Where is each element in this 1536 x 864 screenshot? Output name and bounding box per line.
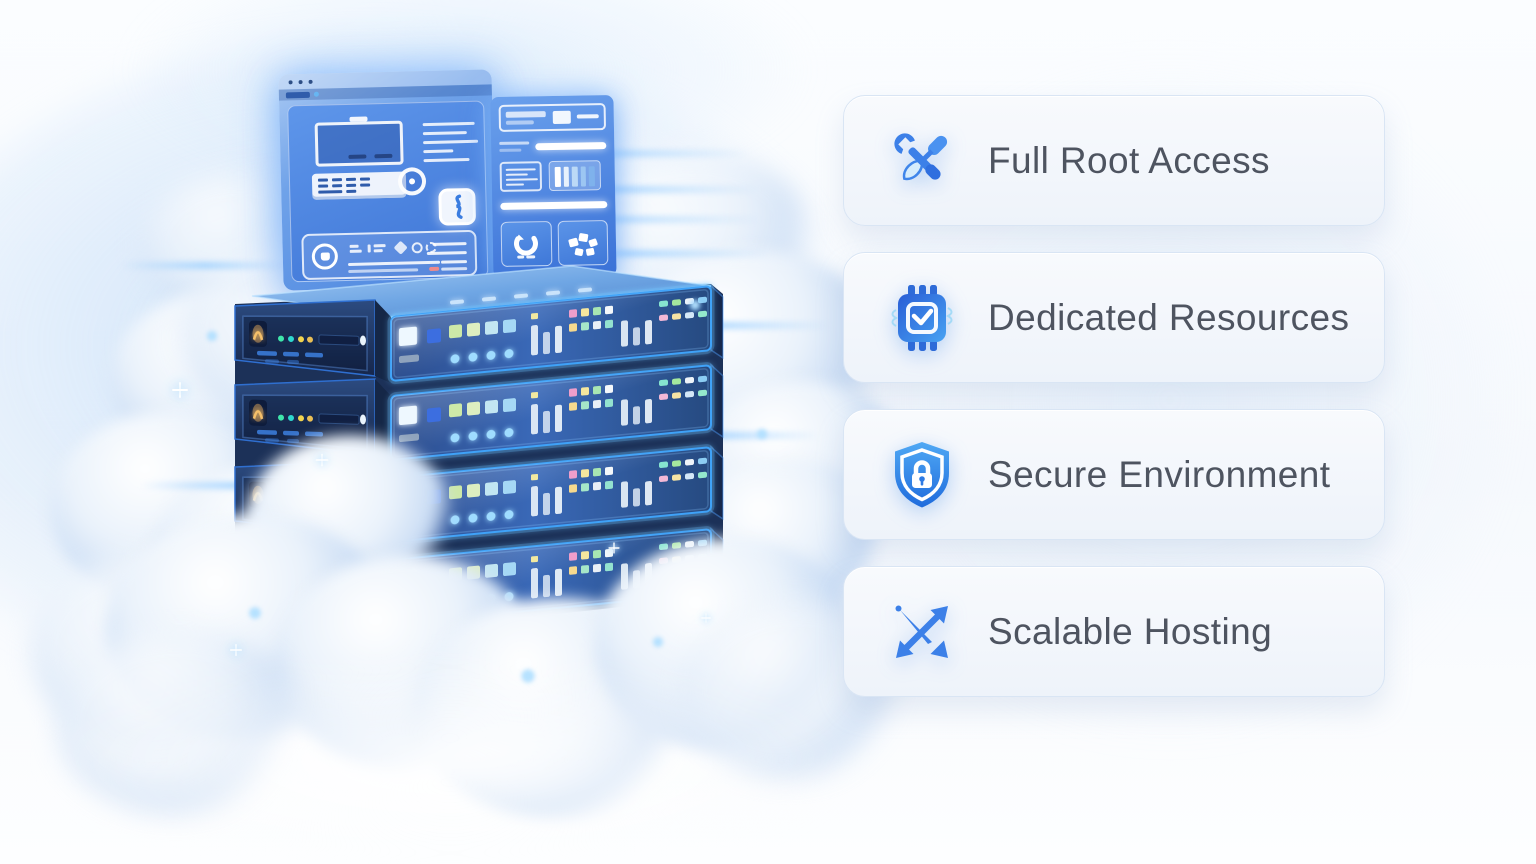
feature-label: Full Root Access xyxy=(988,139,1270,181)
feature-card-full-root-access: Full Root Access xyxy=(843,95,1385,226)
lens-icon xyxy=(397,167,427,196)
feature-label: Dedicated Resources xyxy=(988,296,1350,338)
panel-header-row xyxy=(498,103,607,132)
text-lines xyxy=(422,121,479,168)
shield-lock-icon xyxy=(884,437,960,513)
feature-label: Secure Environment xyxy=(988,453,1331,495)
cubes-tile-icon xyxy=(557,220,609,266)
dashboard-window-illustration xyxy=(278,69,497,291)
panel-tiles-row xyxy=(500,220,609,267)
feature-card-secure-environment: Secure Environment xyxy=(843,409,1385,540)
feature-list: Full Root Access Dedicated xyxy=(843,95,1385,723)
monitor-icon xyxy=(314,120,404,167)
panel-progress-row xyxy=(499,140,607,152)
feature-card-dedicated-resources: Dedicated Resources xyxy=(843,252,1385,383)
scale-arrows-icon xyxy=(884,594,960,670)
side-panel-window-illustration xyxy=(490,94,617,279)
feature-card-scalable-hosting: Scalable Hosting xyxy=(843,566,1385,697)
bar-chart-icon xyxy=(548,160,602,192)
terminal-icon xyxy=(438,187,477,226)
tools-icon xyxy=(884,123,960,199)
refresh-tile-icon xyxy=(500,221,552,267)
keyboard-icon xyxy=(311,171,407,200)
log-lines-icon xyxy=(499,161,543,192)
chip-icon xyxy=(884,280,960,356)
feature-label: Scalable Hosting xyxy=(988,610,1273,652)
hero-illustration xyxy=(0,0,864,864)
panel-chart-row xyxy=(499,160,608,192)
panel-progress-row xyxy=(500,201,608,210)
window-content xyxy=(287,100,489,283)
